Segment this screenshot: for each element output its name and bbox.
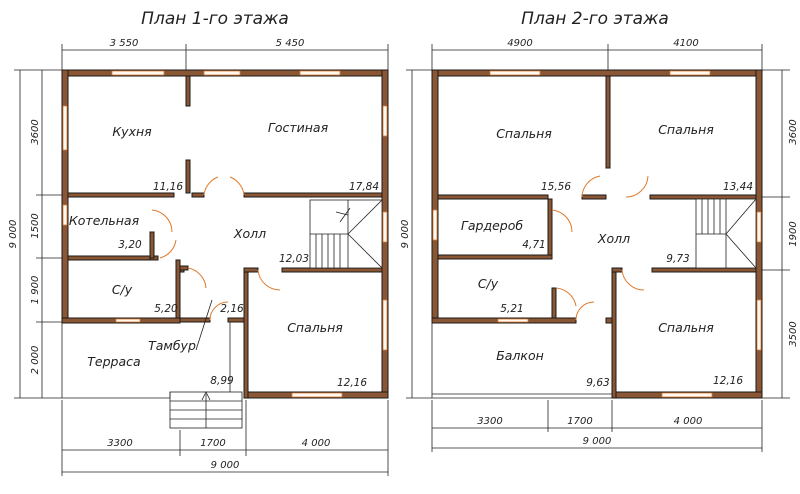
dim-label: 4900 [507, 38, 532, 49]
room-name: Кухня [112, 124, 152, 139]
plan2-room-labels: Спальня 15,56 Спальня 13,44 Гардероб 4,7… [461, 122, 753, 389]
plan2-balcony [431, 322, 612, 399]
room-name: Спальня [496, 126, 552, 141]
room-name: С/у [112, 282, 133, 297]
room-name: Спальня [658, 320, 714, 335]
room-name: Спальня [287, 320, 343, 335]
room-area: 17,84 [349, 181, 379, 193]
room-name: Спальня [658, 122, 714, 137]
room-name: Терраса [87, 354, 140, 369]
dim-label: 1700 [567, 416, 592, 427]
room-name: Тамбур [148, 338, 196, 353]
dim-label: 9 000 [8, 220, 19, 249]
dim-label: 1500 [30, 213, 41, 238]
dim-label: 3500 [788, 321, 799, 346]
dim-label: 2 000 [30, 346, 41, 375]
dim-label: 9 000 [211, 460, 240, 471]
room-name: Холл [597, 231, 630, 246]
plan2-stairs [695, 198, 757, 269]
dim-label: 3600 [788, 119, 799, 144]
dim-label: 4 000 [302, 438, 331, 449]
room-area: 9,73 [666, 253, 689, 265]
plan1-stairs [309, 199, 383, 269]
plan1-room-labels: Кухня 11,16 Гостиная 17,84 Котельная 3,2… [69, 120, 379, 389]
plan1-doors [151, 176, 281, 321]
plan1-dimensions: 3 550 5 450 3300 1700 4 000 9 000 3600 1… [8, 38, 389, 476]
dim-label: 1700 [200, 438, 225, 449]
dim-label: 5 450 [276, 38, 305, 49]
dim-label: 4 000 [674, 416, 703, 427]
room-area: 5,20 [154, 303, 178, 315]
dim-label: 1 900 [30, 276, 41, 305]
room-area: 9,63 [586, 377, 609, 389]
room-area: 13,44 [723, 181, 753, 193]
dim-label: 3600 [30, 119, 41, 144]
plan1-porch-steps [61, 299, 243, 429]
room-area: 12,16 [337, 377, 367, 389]
dim-label: 3 550 [110, 38, 139, 49]
room-area: 4,71 [522, 239, 545, 251]
room-name: Гостиная [268, 120, 329, 135]
room-area: 3,20 [118, 239, 142, 251]
dim-label: 9 000 [583, 436, 612, 447]
room-name: Холл [233, 226, 266, 241]
room-area: 15,56 [541, 181, 571, 193]
dim-label: 4100 [673, 38, 698, 49]
plan2-title: План 2-го этажа [521, 9, 669, 29]
room-area: 11,16 [153, 181, 183, 193]
room-name: Балкон [496, 348, 544, 363]
dim-label: 1900 [788, 221, 799, 246]
dim-label: 3300 [107, 438, 132, 449]
room-name: Котельная [69, 213, 140, 228]
plan1-title: План 1-го этажа [141, 9, 289, 29]
plan1-windows [62, 70, 388, 398]
room-area: 5,21 [500, 303, 523, 315]
room-area: 2,16 [220, 303, 244, 315]
room-name: С/у [478, 276, 499, 291]
dim-label: 9 000 [400, 220, 411, 249]
plan2-dimensions: 4900 4100 3300 1700 4 000 9 000 9 000 36… [400, 38, 799, 452]
room-area: 12,16 [713, 375, 743, 387]
plan2-doors [551, 175, 649, 321]
dim-label: 3300 [477, 416, 502, 427]
plan2-windows [432, 70, 762, 398]
room-name: Гардероб [461, 218, 523, 233]
room-area: 8,99 [210, 375, 234, 387]
room-area: 12,03 [279, 253, 309, 265]
